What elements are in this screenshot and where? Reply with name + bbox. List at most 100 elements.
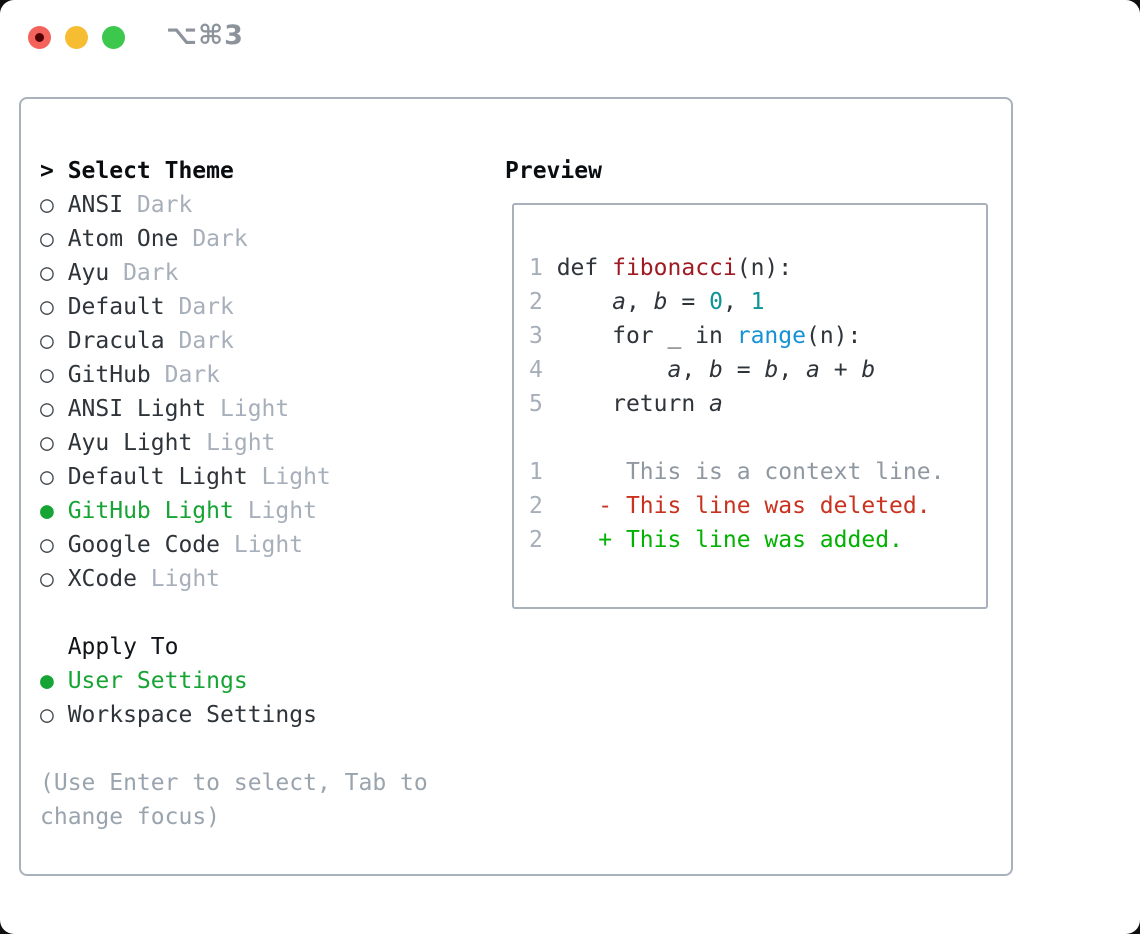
line-number: 1: [529, 255, 543, 281]
titlebar-traffic-lights: [28, 26, 125, 49]
radio-icon: ○: [40, 430, 54, 456]
code-token: [543, 357, 668, 383]
code-token: =: [667, 289, 710, 315]
theme-variant-tag: Dark: [164, 362, 221, 388]
line-number: 3: [529, 323, 543, 349]
select-theme-header: > Select Theme: [40, 154, 428, 188]
radio-icon: ○: [40, 192, 54, 218]
code-token: b: [653, 289, 668, 315]
apply-to-header: Apply To: [40, 630, 428, 664]
code-token: +: [819, 357, 862, 383]
theme-variant-tag: Dark: [178, 294, 234, 320]
preview-header: Preview: [505, 158, 602, 184]
radio-icon: ○: [40, 226, 54, 252]
record-dot-icon: [35, 33, 44, 42]
radio-icon: ○: [40, 328, 54, 354]
radio-icon: ○: [40, 396, 54, 422]
code-token: range: [736, 323, 806, 349]
code-line: 1 This is a context line.: [529, 455, 986, 489]
code-token: 0: [709, 289, 723, 315]
code-token: (n):: [736, 255, 793, 281]
code-token: b: [764, 357, 779, 383]
cursor-icon: >: [40, 158, 54, 184]
code-token: return: [542, 391, 710, 417]
code-line: 2 a, b = 0, 1: [529, 285, 986, 319]
theme-name: Ayu: [67, 260, 110, 286]
theme-variant-tag: Light: [247, 498, 317, 524]
code-token: (n):: [805, 323, 862, 349]
radio-icon: ○: [40, 362, 54, 388]
radio-icon: ○: [40, 566, 54, 592]
code-token: =: [722, 357, 765, 383]
code-token: a: [806, 357, 820, 383]
apply-option-workspace-settings[interactable]: ○ Workspace Settings: [40, 698, 428, 732]
code-token: fibonacci: [612, 255, 737, 281]
theme-name: XCode: [67, 566, 137, 592]
help-line: (Use Enter to select, Tab to: [40, 770, 428, 796]
theme-option-ansi-light[interactable]: ○ ANSI Light Light: [40, 392, 428, 426]
code-token: def: [542, 255, 613, 281]
close-button[interactable]: [28, 26, 51, 49]
apply-to-list: ●User Settings ○ Workspace Settings: [40, 664, 428, 732]
theme-option-ayu[interactable]: ○ Ayu Dark: [40, 256, 428, 290]
theme-variant-tag: Light: [233, 532, 304, 558]
theme-variant-tag: Light: [261, 464, 331, 490]
code-line: 4 a, b = b, a + b: [529, 353, 986, 387]
code-line: 5 return a: [529, 387, 986, 421]
code-line: 2 - This line was deleted.: [529, 489, 986, 523]
theme-option-default-light[interactable]: ○ Default Light Light: [40, 460, 428, 494]
spacer: [40, 732, 428, 766]
code-token: ,: [681, 357, 710, 383]
apply-option-user-settings[interactable]: ●User Settings: [40, 664, 428, 698]
theme-name: Dracula: [67, 328, 165, 354]
code-token: [543, 527, 598, 553]
line-number: 2: [529, 493, 543, 519]
zoom-button[interactable]: [102, 26, 125, 49]
code-line: 2 + This line was added.: [529, 523, 986, 557]
radio-icon: ○: [40, 260, 54, 286]
code-token: ,: [625, 289, 654, 315]
code-token: [543, 289, 612, 315]
theme-option-xcode[interactable]: ○ XCode Light: [40, 562, 428, 596]
code-token: This is a context line.: [542, 459, 945, 485]
line-number: 5: [529, 391, 543, 417]
code-token: - This line was deleted.: [598, 493, 931, 519]
code-line: [529, 421, 986, 455]
radio-selected-icon: ●: [40, 498, 54, 524]
radio-icon: ○: [40, 464, 54, 490]
minimize-button[interactable]: [65, 26, 88, 49]
line-number: 2: [529, 527, 543, 553]
radio-icon: ○: [40, 702, 54, 728]
theme-option-dracula[interactable]: ○ Dracula Dark: [40, 324, 428, 358]
help-text: (Use Enter to select, Tab to change focus…: [40, 766, 428, 834]
theme-variant-tag: Dark: [123, 260, 179, 286]
help-line: change focus): [40, 804, 221, 830]
theme-variant-tag: Light: [220, 396, 290, 422]
code-line: 1 def fibonacci(n):: [529, 251, 986, 285]
code-token: for _ in: [542, 323, 737, 349]
apply-option-label: Workspace Settings: [67, 702, 317, 728]
theme-name: ANSI Light: [67, 396, 207, 422]
spacer: [40, 596, 428, 630]
theme-variant-tag: Light: [150, 566, 221, 592]
theme-name: Google Code: [67, 532, 221, 558]
select-theme-label: Select Theme: [67, 158, 234, 184]
code-token: ,: [722, 289, 751, 315]
code-token: a: [667, 357, 682, 383]
theme-variant-tag: Dark: [178, 328, 234, 354]
code-token: 1: [750, 289, 765, 315]
theme-name: Default Light: [67, 464, 248, 490]
code-token: a: [709, 391, 723, 417]
